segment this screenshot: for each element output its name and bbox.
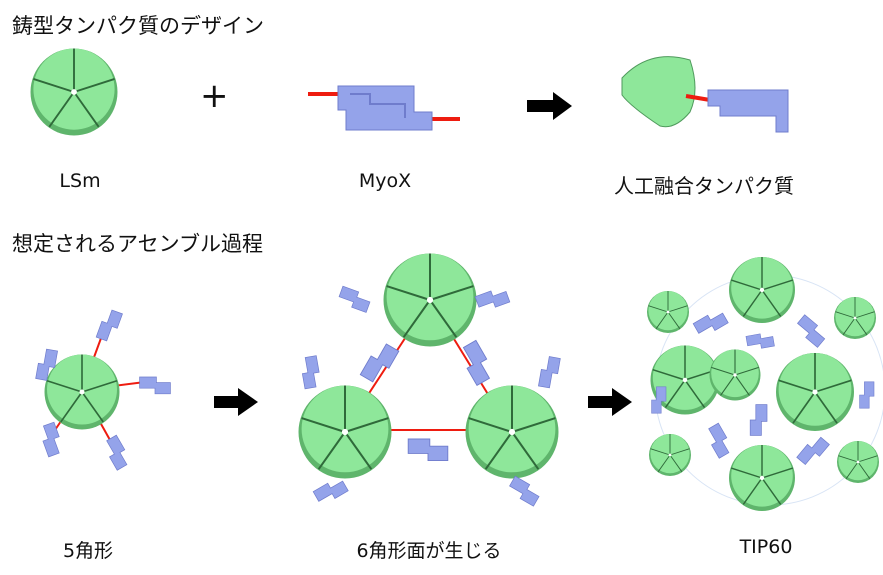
arrow-3 bbox=[588, 388, 632, 416]
fusion-protein bbox=[621, 56, 789, 133]
arrow-2 bbox=[214, 388, 258, 416]
label-hexagon: 6角形面が生じる bbox=[356, 540, 502, 562]
label-fusion-protein: 人工融合タンパク質 bbox=[614, 174, 794, 198]
label-pentagon: 5角形 bbox=[62, 540, 114, 562]
label-tip60: TIP60 bbox=[739, 536, 793, 558]
label-lsm: LSm bbox=[59, 170, 101, 192]
hexagon-assembly bbox=[297, 252, 561, 507]
pentagon-assembly bbox=[35, 307, 171, 471]
lsm-pentamer bbox=[29, 47, 119, 137]
section2-title: 想定されるアセンブル過程 bbox=[12, 232, 263, 256]
tip60-cage bbox=[646, 256, 883, 512]
myox-protein bbox=[308, 85, 460, 131]
label-myox: MyoX bbox=[358, 170, 412, 192]
arrow-1 bbox=[527, 92, 572, 120]
plus-sign: + bbox=[200, 76, 229, 116]
section1-title: 鋳型タンパク質のデザイン bbox=[12, 14, 264, 38]
